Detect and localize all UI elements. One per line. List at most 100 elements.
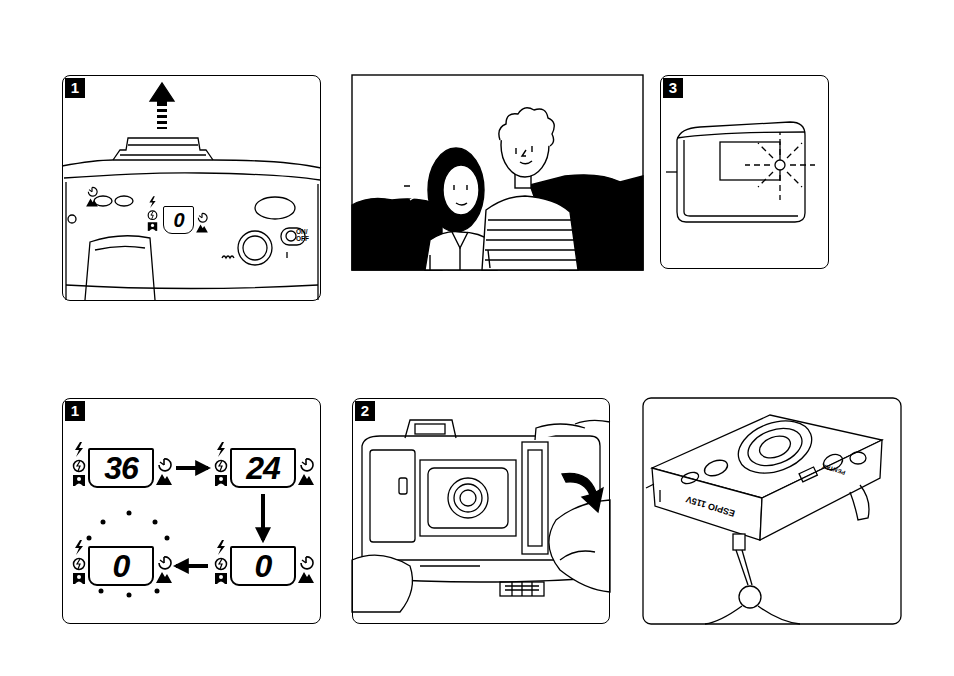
camera-back-open bbox=[535, 424, 585, 440]
viewfinder bbox=[779, 132, 780, 155]
viewfinder bbox=[745, 164, 770, 165]
camera-top-view bbox=[95, 246, 145, 250]
blink-dots bbox=[153, 520, 158, 525]
viewfinder bbox=[677, 132, 805, 138]
camera-top-view bbox=[120, 154, 206, 155]
camera-back-open bbox=[562, 473, 603, 512]
display-icons bbox=[298, 459, 314, 485]
viewfinder bbox=[666, 122, 815, 222]
camera-top-view bbox=[157, 115, 167, 118]
camera-with-strap bbox=[646, 484, 660, 502]
camera-back-open bbox=[460, 490, 476, 506]
display-icons bbox=[215, 540, 227, 584]
step-panel: 3 bbox=[660, 75, 829, 269]
camera-with-strap bbox=[731, 411, 819, 482]
frame-counter-display: 0 bbox=[230, 546, 296, 586]
camera-back-open bbox=[352, 555, 412, 612]
camera-back-open bbox=[522, 442, 548, 554]
camera-back-open bbox=[575, 420, 610, 424]
switch-label: ON/ OFF bbox=[296, 229, 310, 242]
blink-dots bbox=[127, 593, 132, 598]
camera-top-view bbox=[62, 160, 321, 168]
camera-back-open bbox=[420, 565, 480, 566]
camera-with-strap bbox=[799, 467, 817, 482]
camera-top-view bbox=[255, 197, 295, 219]
viewfinder bbox=[677, 122, 805, 222]
camera-with-strap bbox=[739, 586, 761, 608]
viewfinder bbox=[787, 172, 802, 187]
display-icons bbox=[148, 196, 157, 231]
display-icons bbox=[73, 442, 85, 486]
camera-back-open bbox=[454, 484, 482, 512]
couple-scene bbox=[485, 220, 577, 260]
camera-top-view bbox=[157, 109, 167, 112]
step-panel: 1362400 bbox=[62, 398, 321, 624]
couple-scene bbox=[499, 108, 554, 146]
frame-count: 24 bbox=[246, 452, 280, 484]
frame-count: 0 bbox=[113, 550, 130, 582]
blink-dots bbox=[99, 589, 104, 594]
viewfinder bbox=[758, 172, 773, 187]
camera-top-view bbox=[157, 101, 167, 106]
sequence-arrow bbox=[176, 466, 208, 470]
camera-with-strap bbox=[643, 398, 901, 624]
couple-scene bbox=[428, 148, 484, 232]
viewfinder bbox=[775, 160, 785, 170]
display-icons bbox=[156, 557, 172, 583]
display-icons bbox=[86, 187, 98, 206]
display-icons bbox=[73, 540, 85, 584]
camera-with-strap bbox=[736, 550, 748, 585]
camera-with-strap bbox=[680, 470, 700, 486]
camera-top-view bbox=[238, 231, 272, 265]
couple-scene bbox=[454, 185, 467, 205]
camera-with-strap bbox=[702, 457, 729, 478]
camera-with-strap bbox=[757, 432, 794, 462]
viewfinder bbox=[779, 175, 780, 200]
display-icons bbox=[298, 557, 314, 583]
couple-scene bbox=[459, 248, 460, 270]
camera-top-view bbox=[66, 182, 318, 300]
couple-scene bbox=[516, 146, 532, 164]
couple-scene bbox=[482, 196, 578, 270]
blink-dots bbox=[87, 511, 170, 598]
frame-count: 0 bbox=[173, 210, 183, 230]
camera-top-view bbox=[85, 236, 155, 300]
camera-back-open bbox=[505, 582, 539, 596]
couple-scene bbox=[352, 75, 643, 270]
frame-count: 36 bbox=[104, 452, 138, 484]
couple-scene bbox=[452, 232, 468, 248]
camera-with-strap bbox=[742, 550, 752, 585]
viewfinder bbox=[758, 143, 773, 158]
camera-top-view bbox=[64, 173, 320, 180]
viewfinder bbox=[666, 171, 677, 172]
camera-top-view bbox=[68, 215, 76, 223]
viewfinder bbox=[790, 164, 815, 165]
viewfinder bbox=[745, 132, 815, 200]
camera-back-open bbox=[428, 468, 508, 528]
camera-top-view bbox=[66, 285, 318, 289]
camera-with-strap bbox=[643, 398, 901, 624]
camera-back-open bbox=[370, 450, 415, 542]
frame-counter-display: 0 bbox=[88, 546, 154, 586]
camera-back-open bbox=[405, 420, 456, 438]
blink-dots bbox=[87, 536, 92, 541]
sequence-arrow bbox=[176, 564, 208, 568]
camera-top-view bbox=[286, 231, 296, 241]
camera-top-view bbox=[222, 256, 234, 258]
display-icons bbox=[215, 442, 227, 486]
frame-counter-display: 36 bbox=[88, 448, 154, 488]
blink-dots bbox=[127, 511, 132, 516]
camera-top-view bbox=[115, 196, 133, 206]
camera-top-view bbox=[157, 127, 167, 129]
camera-back-open bbox=[352, 420, 610, 612]
step-panel: 2 bbox=[352, 398, 610, 624]
frame-count: 0 bbox=[255, 550, 272, 582]
camera-with-strap bbox=[733, 534, 745, 550]
blink-dots bbox=[101, 520, 106, 525]
frame-counter-display: 0 bbox=[163, 206, 194, 234]
camera-top-view bbox=[150, 83, 174, 101]
couple-scene bbox=[352, 75, 643, 270]
camera-back-open bbox=[399, 478, 407, 494]
blink-dots bbox=[165, 536, 170, 541]
camera-top-view bbox=[62, 83, 321, 300]
